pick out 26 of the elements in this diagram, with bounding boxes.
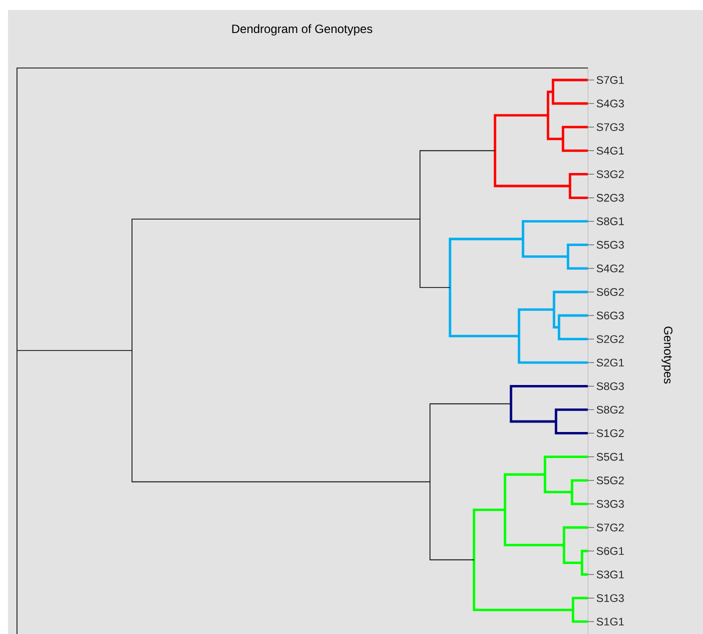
leaf-label: S5G1: [596, 452, 624, 461]
leaf-label: S8G2: [596, 406, 624, 414]
leaf-label: S1G3: [596, 594, 624, 602]
leaf-label: S3G3: [596, 500, 624, 508]
leaf-label: S6G1: [596, 547, 624, 555]
leaf-label: S7G2: [596, 524, 624, 532]
leaf-label: S1G2: [596, 429, 624, 438]
leaf-label: S4G3: [596, 100, 624, 108]
leaf-label: S2G3: [596, 194, 624, 202]
axis-label: Genotypes: [662, 326, 672, 384]
leaf-label: S8G1: [596, 217, 624, 226]
leaf-label: S5G3: [596, 240, 624, 249]
leaf-label: S8G3: [596, 382, 624, 390]
chart-title: Dendrogram of Genotypes: [232, 24, 372, 36]
leaf-label: S4G2: [596, 264, 624, 272]
leaf-label: S3G2: [596, 170, 624, 178]
leaf-label: S2G2: [596, 335, 624, 343]
leaf-label: S6G3: [596, 312, 624, 320]
leaf-label: S6G2: [596, 288, 624, 296]
leaf-label: S3G1: [596, 570, 624, 578]
leaf-label: S7G3: [596, 123, 624, 131]
leaf-label: S5G2: [596, 476, 624, 484]
leaf-label: S2G1: [596, 358, 624, 366]
leaf-label: S1G1: [596, 618, 624, 626]
leaf-label: S7G1: [596, 76, 624, 84]
leaf-label: S4G1: [596, 146, 624, 155]
